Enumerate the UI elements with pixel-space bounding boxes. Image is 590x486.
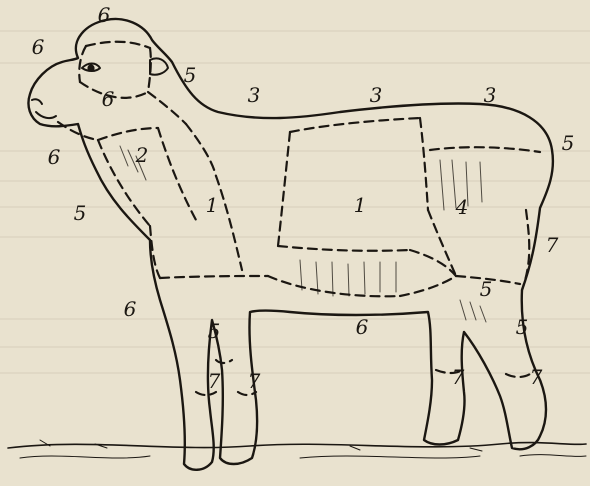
label-hock: 5 <box>516 315 529 339</box>
label-belly: 6 <box>356 315 369 339</box>
label-hind-shank-1: 7 <box>452 365 465 389</box>
label-head-top: 6 <box>98 3 111 27</box>
label-back-front: 3 <box>248 83 261 107</box>
label-shoulder: 2 <box>135 143 149 167</box>
label-leg: 4 <box>455 195 469 219</box>
label-throat: 6 <box>48 145 61 169</box>
label-fore-shank-1: 7 <box>208 369 221 393</box>
label-hind-shank-2: 7 <box>530 365 543 389</box>
label-rear-shank-top: 7 <box>546 233 559 257</box>
label-back-mid: 3 <box>370 83 383 107</box>
label-face: 6 <box>32 35 45 59</box>
label-neck: 5 <box>184 63 197 87</box>
label-fore-shank-2: 7 <box>248 369 261 393</box>
label-forearm: 5 <box>208 319 221 343</box>
label-ribs-front: 1 <box>206 193 219 217</box>
label-foreleg-front: 6 <box>124 297 137 321</box>
label-stifle: 5 <box>480 277 493 301</box>
label-cheek: 6 <box>102 87 115 111</box>
label-back-rear: 3 <box>484 83 497 107</box>
label-tail: 5 <box>562 131 575 155</box>
label-brisket: 5 <box>74 201 87 225</box>
ground <box>8 440 586 458</box>
label-loin: 1 <box>354 193 367 217</box>
